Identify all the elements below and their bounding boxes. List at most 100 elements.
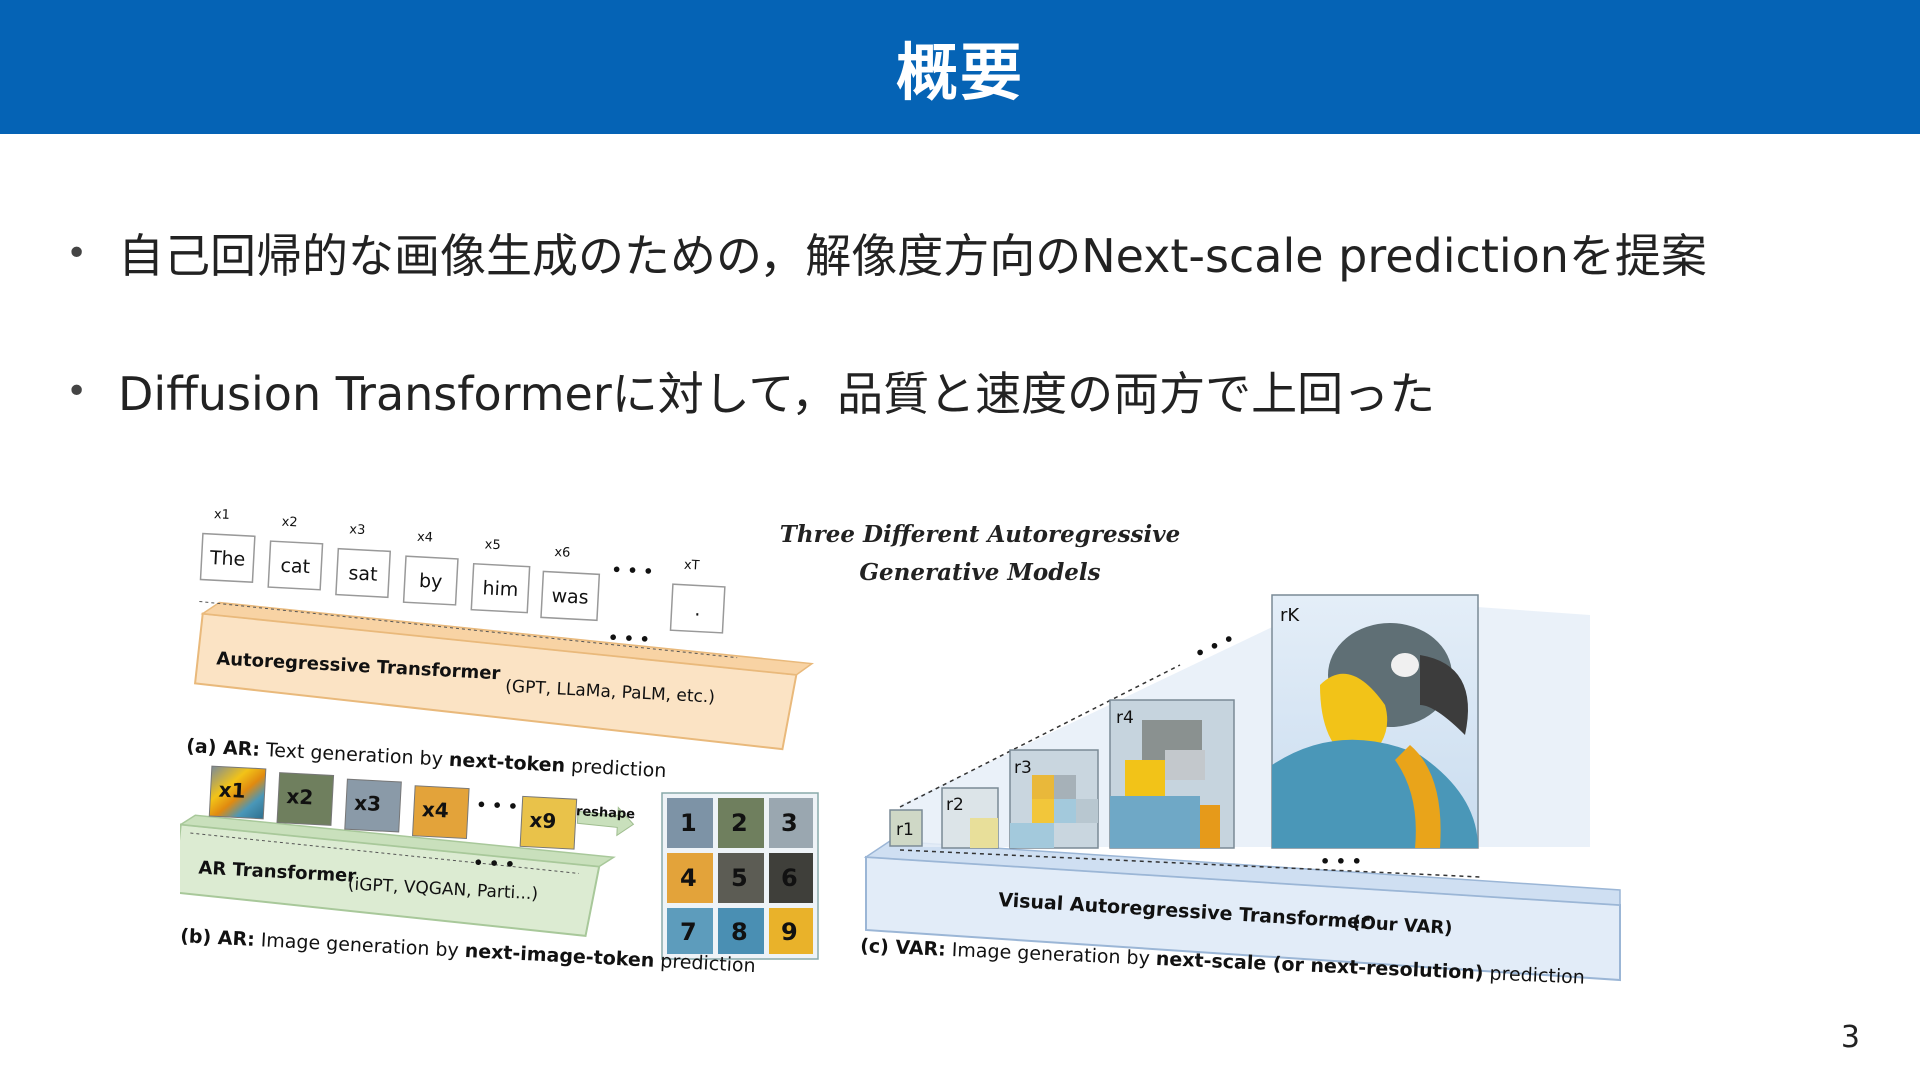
scale-label: r3 (1014, 758, 1032, 778)
grid-number: 5 (731, 864, 748, 892)
token-id: x1 (214, 507, 231, 523)
bullet-text: Diffusion Transformerに対して，品質と速度の両方で上回った (118, 367, 1436, 421)
caption-c-prefix: (c) VAR: (860, 935, 946, 961)
parrot-eye (1391, 653, 1419, 677)
grid-cell: 8 (718, 908, 764, 954)
token-text: by (419, 570, 443, 593)
bullet-list: • 自己回帰的な画像生成のための，解像度方向のNext-scale predic… (66, 218, 1866, 494)
var-figure: Three Different Autoregressive Generativ… (180, 505, 1640, 1025)
token-text: was (551, 585, 589, 609)
image-patch: x4 (412, 785, 470, 840)
grid-cell: 2 (718, 798, 764, 848)
token-text: . (694, 598, 701, 620)
parrot-wing (1395, 745, 1441, 848)
token-id: x5 (484, 537, 501, 553)
slide-title: 概要 (895, 36, 1024, 109)
scale-map-r4: r4 (1109, 699, 1235, 849)
scale-label: r4 (1116, 708, 1134, 728)
token-box: cat x2 (267, 515, 324, 591)
grid-number: 3 (781, 809, 798, 837)
token-box: by x4 (402, 530, 459, 606)
flow-ellipsis-b: • • • (473, 853, 516, 874)
token-id: x3 (349, 522, 366, 538)
scale-map-r3: r3 (1009, 749, 1099, 849)
bullet-item: • Diffusion Transformerに対して，品質と速度の両方で上回っ… (66, 356, 1866, 426)
caption-a-mid: Text generation by (259, 739, 449, 771)
token-box: The x1 (199, 507, 256, 584)
ar-transformer-b-box-top (180, 814, 616, 868)
reshape-label: reshape (576, 804, 636, 822)
flow-arrow-c (899, 849, 1481, 878)
patch-label: x2 (286, 784, 314, 809)
token-id: x6 (554, 545, 571, 561)
image-patch: x3 (344, 778, 402, 833)
bullet-dot-icon: • (66, 232, 88, 274)
caption-b-mid: Image generation by (254, 929, 465, 962)
token-text: cat (280, 555, 311, 579)
grid-cell: 3 (769, 798, 813, 848)
token-box: . xT (669, 558, 726, 634)
grid-cell: 9 (769, 908, 813, 954)
scale-label: r1 (896, 820, 914, 840)
bullet-dot-icon: • (66, 370, 88, 412)
patch-label: x3 (354, 791, 382, 816)
grid-cell: 4 (667, 853, 713, 903)
scale-map-rk: rK (1271, 594, 1479, 849)
grid-number: 1 (680, 809, 697, 837)
scale-wedge (900, 597, 1590, 847)
figure-title-line2: Generative Models (859, 559, 1100, 586)
token-box: him x5 (470, 537, 531, 614)
token-box: was x6 (540, 545, 601, 622)
title-bar: 概要 (0, 0, 1920, 134)
grid-cell: 1 (667, 798, 713, 848)
token-id: xT (684, 558, 700, 574)
panel-b: AR Transformer (iGPT, VQGAN, Parti...) x… (180, 765, 636, 937)
flow-ellipsis-c: • • • (1320, 852, 1362, 871)
patch-label: x9 (529, 808, 557, 833)
grid-number: 9 (781, 918, 798, 946)
patch-label: x1 (218, 777, 246, 802)
grid-number: 7 (680, 918, 697, 946)
token-ellipsis: • • • (611, 560, 654, 581)
caption-b-end: prediction (654, 950, 756, 977)
reshape-grid: 1 2 3 4 5 6 7 8 9 (661, 792, 819, 960)
grid-number: 2 (731, 809, 748, 837)
flow-ellipsis: • • • (608, 628, 651, 649)
panel-c: Visual Autoregressive Transformer (Our V… (863, 594, 1621, 982)
token-id: x2 (281, 515, 298, 531)
flow-arrow (199, 600, 738, 659)
grid-cell: 6 (769, 853, 813, 903)
patch-label: x4 (421, 797, 449, 822)
caption-b-bold: next-image-token (464, 940, 655, 972)
token-text: him (482, 577, 519, 601)
caption-a-prefix: (a) AR: (186, 735, 261, 761)
bullet-text: 自己回帰的な画像生成のための，解像度方向のNext-scale predicti… (118, 229, 1707, 283)
caption-a-bold: next-token (448, 749, 565, 777)
grid-number: 4 (680, 864, 697, 892)
grid-number: 8 (731, 918, 748, 946)
patch-ellipsis: • • • (476, 795, 519, 816)
bullet-item: • 自己回帰的な画像生成のための，解像度方向のNext-scale predic… (66, 218, 1866, 288)
token-box: sat x3 (335, 522, 392, 599)
scale-label: rK (1280, 605, 1300, 626)
token-text: sat (348, 562, 378, 585)
scale-label: r2 (946, 795, 964, 815)
scale-map-r2: r2 (941, 787, 999, 849)
caption-b-prefix: (b) AR: (180, 925, 255, 951)
panel-a: Autoregressive Transformer (GPT, LLaMa, … (193, 507, 814, 751)
flow-arrow-b (190, 832, 579, 874)
image-patch: x9 (519, 795, 578, 850)
ar-transformer-box-top (200, 601, 814, 676)
figure-svg: Three Different Autoregressive Generativ… (180, 507, 1621, 989)
caption-a-end: prediction (565, 755, 667, 782)
token-id: x4 (417, 530, 434, 546)
scale-map-r1: r1 (889, 809, 923, 847)
grid-cell: 5 (718, 853, 764, 903)
image-patch: x1 (208, 765, 267, 820)
grid-cell: 7 (667, 908, 713, 954)
reshape-arrow-icon (576, 806, 635, 837)
page-number: 3 (1840, 1020, 1860, 1055)
token-text: The (208, 547, 245, 571)
image-patch: x2 (276, 772, 335, 826)
figure-title-line1: Three Different Autoregressive (780, 521, 1180, 548)
